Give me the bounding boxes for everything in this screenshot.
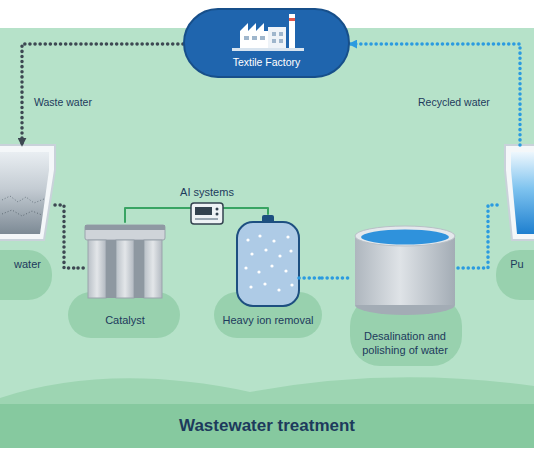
ai-button (216, 208, 219, 211)
pure-water-fill (511, 152, 534, 234)
water-texture (2, 210, 42, 216)
node-label: AI systems (180, 186, 234, 200)
process-unit: Catalyst (78, 222, 172, 334)
flow-connector (55, 205, 78, 268)
node-label: Catalyst (105, 314, 145, 328)
water-pipe (299, 276, 322, 280)
process-unit: Heavy ion removal (214, 214, 322, 334)
catalyst-column (144, 240, 162, 298)
catalyst-cap (85, 225, 165, 240)
flow-connector (350, 44, 520, 145)
cylinder-water (361, 230, 449, 245)
factory-ground (232, 48, 304, 51)
pedestal-pad (496, 250, 534, 300)
ai-button (216, 213, 219, 216)
node-label: Heavy ion removal (222, 314, 313, 328)
ai-slot (195, 218, 218, 220)
signal-wire (222, 207, 237, 209)
node-label: Desalination and polishing of water (354, 330, 456, 358)
factory-chimney (289, 14, 295, 48)
pedestal-pad (68, 292, 180, 338)
water-pipe (78, 266, 86, 270)
flow-connector (22, 44, 183, 145)
tank-frame (0, 145, 55, 240)
catalyst-cap-top (85, 225, 165, 230)
signal-wire (177, 207, 192, 209)
node-label: Pu (510, 258, 523, 272)
catalyst-gap (106, 240, 116, 298)
factory-building (240, 23, 268, 48)
title-band: Wastewater treatment (0, 404, 534, 448)
background-panel (0, 28, 534, 420)
flow-label: Waste water (34, 96, 92, 108)
catalyst-gap (134, 240, 144, 298)
tank-node: water (0, 145, 55, 278)
flow-connector (125, 208, 177, 222)
node-label: water (14, 258, 41, 272)
tank-node: Pu (500, 145, 534, 278)
flow-connector (458, 205, 500, 268)
flow-connector (237, 208, 268, 214)
factory-windows (244, 32, 283, 43)
tank-frame (505, 145, 534, 240)
ai-screen (195, 207, 212, 215)
process-unit: Desalination and polishing of water (352, 226, 458, 364)
pedestal-pad (350, 296, 462, 366)
ion-tank (237, 222, 299, 306)
pedestal-pad (0, 250, 52, 300)
factory-building (268, 27, 286, 48)
waste-water-fill (0, 152, 49, 234)
water-texture (2, 196, 44, 203)
band-title: Wastewater treatment (179, 415, 355, 437)
controller-node: AI systems (177, 186, 237, 228)
flow-label: Recycled water (418, 96, 490, 108)
ai-device (191, 203, 223, 224)
factory-pill: Textile Factory (183, 8, 350, 78)
node-label: Textile Factory (233, 56, 301, 69)
resin-dots (244, 234, 293, 291)
catalyst-column (88, 240, 106, 298)
catalyst-column (116, 240, 134, 298)
flow-connector (322, 276, 352, 280)
chimney-band (289, 18, 295, 21)
cylinder-rim (355, 226, 455, 246)
